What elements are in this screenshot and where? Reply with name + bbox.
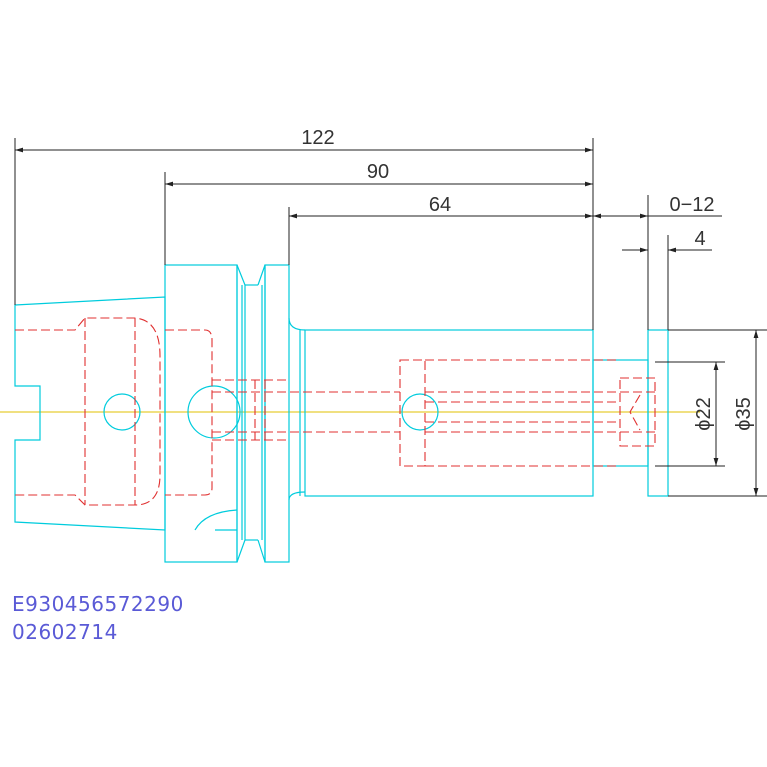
extension-body bbox=[304, 329, 594, 497]
article-number: E930456572290 bbox=[12, 592, 184, 616]
hidden-lines bbox=[15, 317, 656, 506]
part-outline bbox=[14, 264, 669, 563]
dim-outer-diameter: ϕ35 bbox=[733, 397, 755, 430]
cross-hole-right bbox=[401, 393, 439, 431]
cross-hole-left bbox=[103, 393, 141, 431]
dim-bore-diameter: ϕ22 bbox=[693, 397, 715, 430]
dim-body-length: 90 bbox=[367, 161, 389, 183]
dim-adjust-range: 0−12 bbox=[669, 194, 714, 216]
end-ring bbox=[647, 329, 669, 497]
cross-hole-center bbox=[187, 385, 241, 439]
dim-nut-width: 4 bbox=[694, 228, 705, 250]
dim-overall-length: 122 bbox=[301, 127, 334, 149]
part-code: 02602714 bbox=[12, 620, 118, 644]
dim-extension-length: 64 bbox=[429, 194, 451, 216]
flange-body bbox=[164, 264, 238, 563]
taper-shank bbox=[14, 296, 166, 531]
dimension-lines bbox=[14, 138, 767, 497]
